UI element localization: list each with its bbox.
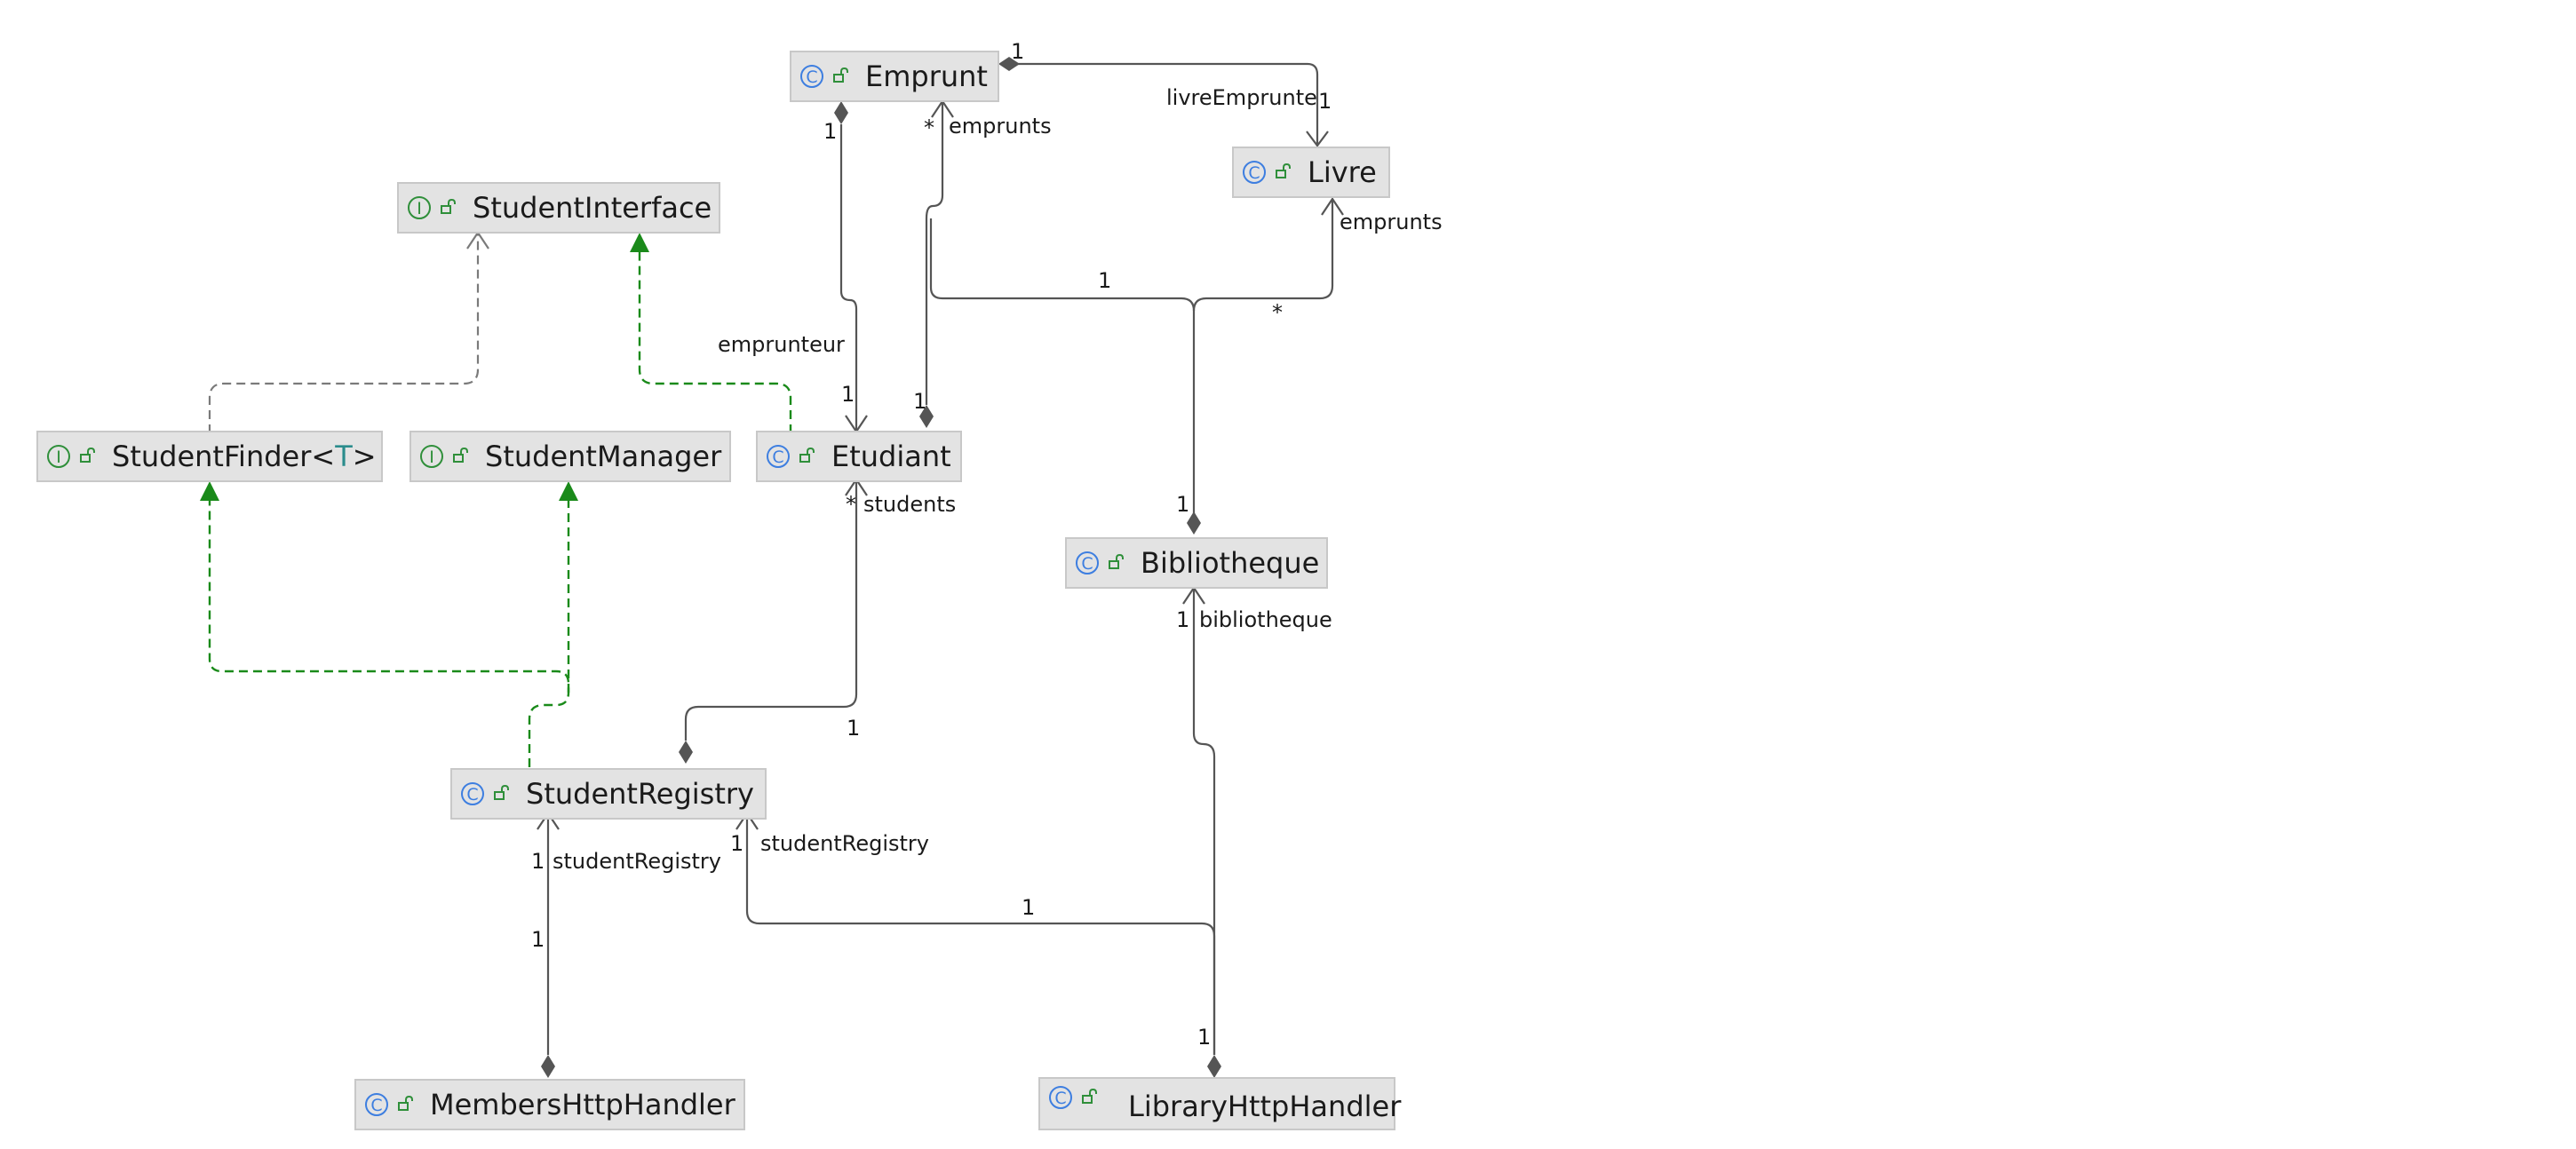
multiplicity-label: 1 <box>823 119 837 144</box>
class-name: MembersHttpHandler <box>430 1088 736 1121</box>
composition-diamond <box>679 741 693 764</box>
multiplicity-label: 1 <box>1176 607 1189 632</box>
class-c-badge-icon: C <box>1049 1086 1072 1109</box>
realization-arrowhead <box>630 233 649 252</box>
interface-i-badge-icon: I <box>47 445 70 468</box>
realization-arrowhead <box>200 481 219 501</box>
role-label: emprunts <box>949 114 1052 139</box>
role-label: studentRegistry <box>553 849 721 874</box>
interface-name: StudentFinder<T> <box>112 440 377 473</box>
svg-text:C: C <box>772 448 783 467</box>
multiplicity-label: * <box>924 115 934 140</box>
multiplicity-label: 1 <box>1176 492 1189 517</box>
arrowhead-open <box>1306 131 1329 147</box>
svg-text:C: C <box>1054 1089 1066 1108</box>
edge-emprunt-livre[interactable] <box>1009 62 1319 144</box>
class-name: Emprunt <box>865 59 988 93</box>
class-node-membershttphandler[interactable]: C MembersHttpHandler <box>354 1079 745 1130</box>
edge-studentregistry-etudiant[interactable] <box>684 481 858 741</box>
arrowhead-open <box>1321 197 1344 216</box>
multiplicity-label: 1 <box>1098 268 1111 293</box>
class-node-studentregistry[interactable]: C StudentRegistry <box>450 768 767 820</box>
multiplicity-label: 1 <box>847 716 860 741</box>
multiplicity-label: * <box>1272 300 1283 325</box>
composition-diamond <box>919 405 934 428</box>
role-label: livreEmprunte <box>1166 85 1317 110</box>
role-label: emprunts <box>1340 210 1443 234</box>
class-c-badge-icon: C <box>1243 161 1266 184</box>
composition-diamond <box>834 101 848 124</box>
edge-studentregistry-studentfinder[interactable] <box>208 499 570 767</box>
svg-text:C: C <box>466 785 478 804</box>
class-c-badge-icon: C <box>461 782 484 805</box>
multiplicity-label: 1 <box>730 831 743 856</box>
multiplicity-label: 1 <box>913 389 926 414</box>
multiplicity-label: 1 <box>1197 1025 1211 1050</box>
multiplicity-label: 1 <box>531 927 545 952</box>
dependency-edges <box>208 231 489 433</box>
edge-libraryhttphandler-bibliotheque[interactable] <box>1192 590 1216 1055</box>
class-c-badge-icon: C <box>365 1093 388 1116</box>
class-name: LibraryHttpHandler <box>1128 1090 1402 1123</box>
role-label: students <box>863 492 956 517</box>
interface-name-text: StudentFinder <box>112 440 312 473</box>
edge-bibliotheque-livre[interactable] <box>1192 201 1334 312</box>
multiplicity-label: 1 <box>1011 39 1024 64</box>
class-c-badge-icon: C <box>800 65 823 88</box>
svg-text:I: I <box>417 199 422 218</box>
class-node-emprunt[interactable]: C Emprunt <box>790 51 999 102</box>
role-label: bibliotheque <box>1199 607 1332 632</box>
class-name: StudentRegistry <box>526 777 754 811</box>
class-c-badge-icon: C <box>1076 551 1099 574</box>
svg-text:C: C <box>1248 163 1260 183</box>
svg-text:C: C <box>370 1096 382 1115</box>
edge-bibliotheque-emprunt[interactable] <box>929 218 1196 513</box>
role-label: emprunteur <box>718 332 845 357</box>
multiplicity-label: 1 <box>1318 89 1332 114</box>
realization-arrowhead <box>559 481 578 501</box>
role-label: studentRegistry <box>760 831 929 856</box>
composition-diamond <box>998 57 1020 71</box>
composition-diamond <box>541 1055 555 1078</box>
edge-studentfinder-studentinterface[interactable] <box>208 234 480 433</box>
type-parameter: T <box>334 440 353 473</box>
composition-diamond <box>1207 1055 1221 1078</box>
edge-etudiant-emprunt[interactable] <box>925 103 944 405</box>
edge-etudiant-studentinterface[interactable] <box>638 250 792 433</box>
class-name: Bibliotheque <box>1141 546 1319 580</box>
edge-labels: 1 livreEmprunte 1 1 emprunteur 1 1 * emp… <box>531 39 1443 1050</box>
svg-text:I: I <box>429 448 434 467</box>
class-name: Livre <box>1308 155 1377 189</box>
svg-text:I: I <box>56 448 61 467</box>
generic-bracket-close: > <box>353 440 377 473</box>
interface-name: StudentInterface <box>473 191 712 225</box>
edge-emprunt-etudiant[interactable] <box>839 124 858 430</box>
interface-node-studentfinder[interactable]: I StudentFinder<T> <box>36 431 383 482</box>
generic-bracket-open: < <box>311 440 335 473</box>
class-node-bibliotheque[interactable]: C Bibliotheque <box>1065 537 1328 589</box>
interface-node-studentinterface[interactable]: I StudentInterface <box>397 182 720 234</box>
interface-name: StudentManager <box>485 440 722 473</box>
interface-i-badge-icon: I <box>420 445 443 468</box>
realization-edges <box>200 233 792 767</box>
multiplicity-label: * <box>846 492 856 517</box>
class-node-libraryhttphandler[interactable]: C LibraryHttpHandler <box>1038 1077 1402 1130</box>
svg-text:C: C <box>1081 554 1093 574</box>
multiplicity-label: 1 <box>841 382 855 407</box>
class-name: Etudiant <box>831 440 951 473</box>
multiplicity-label: 1 <box>531 849 545 874</box>
class-node-livre[interactable]: C Livre <box>1232 147 1390 198</box>
svg-text:C: C <box>806 67 817 87</box>
composition-diamond <box>1187 511 1201 535</box>
class-c-badge-icon: C <box>767 445 790 468</box>
class-node-etudiant[interactable]: C Etudiant <box>756 431 962 482</box>
multiplicity-label: 1 <box>1022 895 1035 920</box>
interface-i-badge-icon: I <box>408 196 431 219</box>
interface-node-studentmanager[interactable]: I StudentManager <box>409 431 731 482</box>
